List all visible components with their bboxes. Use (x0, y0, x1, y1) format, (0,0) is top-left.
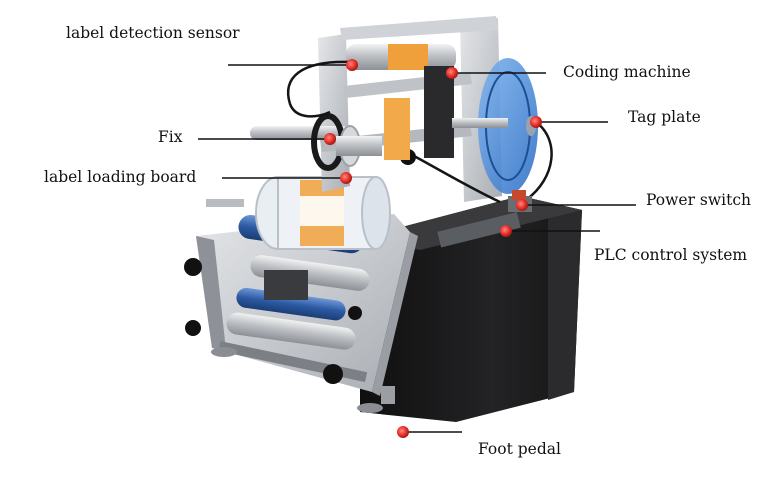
label-detection-sensor-label: label detection sensor (66, 24, 240, 42)
leader-lines (198, 64, 636, 433)
marker-fix (324, 133, 336, 145)
fix-label: Fix (158, 128, 183, 146)
label-loading-board-label: label loading board (44, 168, 197, 186)
plc-control-system-label: PLC control system (594, 246, 748, 264)
feet (211, 347, 395, 413)
tag-plate-disc (452, 58, 538, 194)
marker-label-detection-sensor (346, 59, 358, 71)
tag-plate-label: Tag plate (628, 108, 701, 126)
marker-plc-control-system (500, 225, 512, 237)
power-switch-label: Power switch (646, 191, 751, 209)
foot-pedal-label: Foot pedal (478, 440, 561, 458)
coding-machine-label: Coding machine (563, 63, 691, 81)
marker-label-loading-board (340, 172, 352, 184)
marker-coding-machine (446, 67, 458, 79)
marker-power-switch (516, 199, 528, 211)
fix-reel (250, 113, 382, 171)
label-roll (346, 44, 456, 160)
marker-tag-plate (530, 116, 542, 128)
marker-dots (324, 59, 542, 438)
marker-foot-pedal (397, 426, 409, 438)
